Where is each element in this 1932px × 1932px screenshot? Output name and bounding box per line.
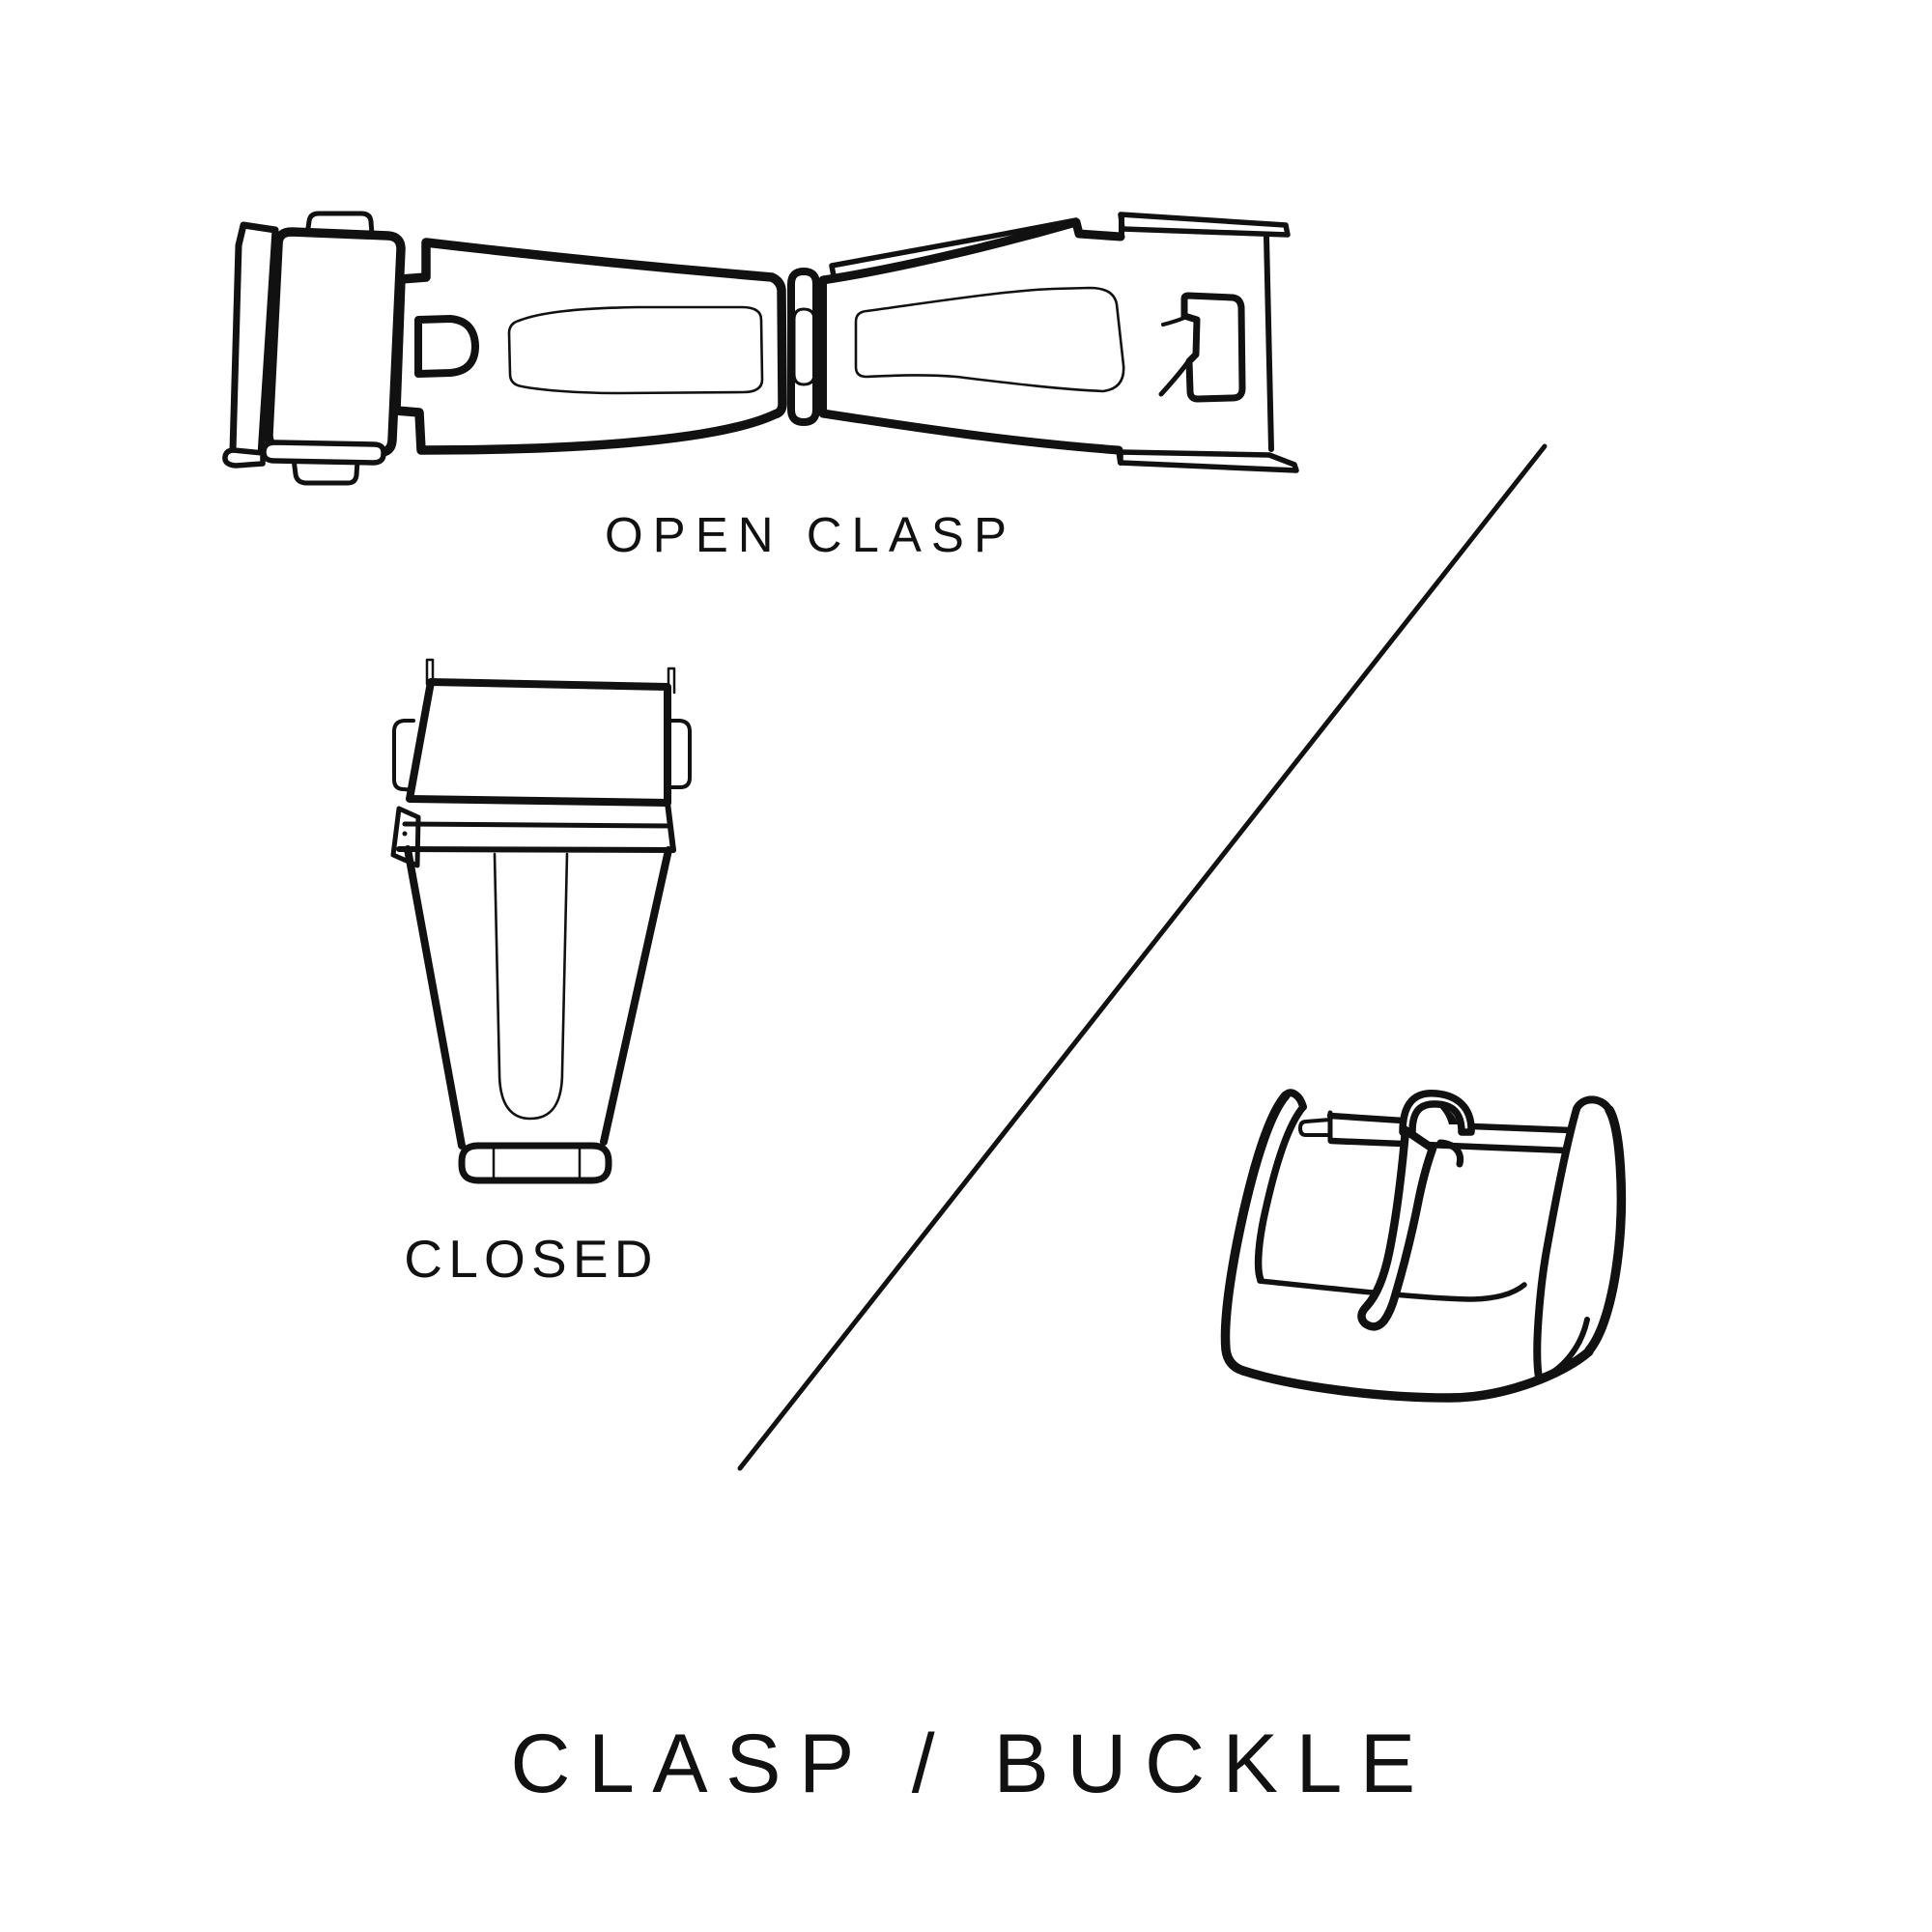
svg-text:OPEN CLASP: OPEN CLASP: [605, 507, 1016, 562]
svg-text:CLOSED: CLOSED: [404, 1229, 658, 1289]
svg-text:CLASP / BUCKLE: CLASP / BUCKLE: [510, 1718, 1433, 1810]
